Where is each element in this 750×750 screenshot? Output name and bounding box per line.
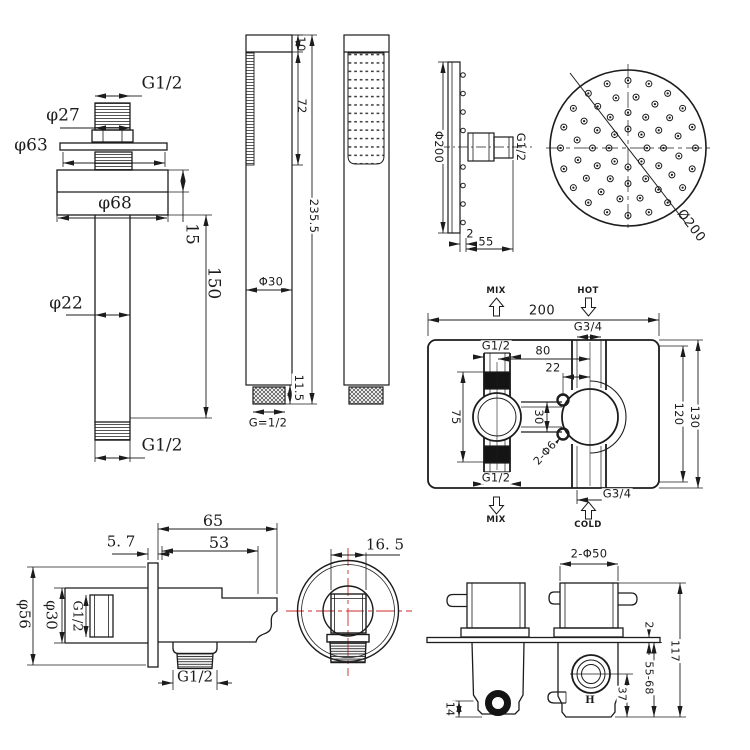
dim-outlet-16-5: 16. 5 bbox=[364, 535, 406, 554]
dim-trim-14: 14 bbox=[443, 700, 457, 718]
trim-hot-mark: H bbox=[585, 695, 595, 706]
hand-shower-drawing bbox=[245, 34, 390, 415]
valve-cold-label: COLD bbox=[574, 519, 602, 530]
wall-outlet-drawing bbox=[27, 523, 278, 690]
dim-trim-2: 2 bbox=[642, 620, 656, 630]
dim-valve-g34-bottom: G3/4 bbox=[601, 486, 633, 501]
dim-trim-37: 37 bbox=[615, 685, 629, 703]
valve-mix-in-label: MIX bbox=[486, 285, 506, 296]
dim-arm-d22: φ22 bbox=[49, 293, 83, 314]
valve-hot-label: HOT bbox=[577, 285, 599, 296]
dim-valve-g12-bottom: G1/2 bbox=[480, 470, 512, 485]
dim-head-2: 2 bbox=[466, 226, 474, 241]
dim-arm-thread-bottom: G1/2 bbox=[141, 435, 183, 456]
dim-trim-55-68: 55-68 bbox=[642, 660, 656, 696]
outlet-front-drawing bbox=[286, 548, 412, 676]
dim-wand-thread: G=1/2 bbox=[248, 415, 288, 430]
dim-outlet-d56: φ56 bbox=[15, 599, 34, 629]
dim-valve-g34-top: G3/4 bbox=[572, 319, 604, 334]
overhead-side-drawing bbox=[438, 61, 532, 252]
dim-head-thread: G1/2 bbox=[513, 132, 528, 162]
dim-wand-10: 10 bbox=[293, 36, 308, 52]
dim-outlet-d30: φ30 bbox=[42, 600, 61, 630]
dim-arm-d27: φ27 bbox=[46, 105, 80, 126]
dim-valve-75: 75 bbox=[448, 408, 463, 426]
dim-arm-15: 15 bbox=[181, 223, 202, 245]
overhead-front-drawing bbox=[546, 64, 710, 232]
dim-outlet-g12-out: G1/2 bbox=[176, 667, 214, 686]
dim-wand-72: 72 bbox=[294, 98, 309, 114]
dim-wand-total: 235.5 bbox=[306, 197, 321, 235]
dim-valve-80: 80 bbox=[534, 343, 552, 358]
dim-valve-g12-top: G1/2 bbox=[480, 338, 512, 353]
valve-body-drawing bbox=[427, 297, 703, 520]
dim-head-diameter-side: Φ200 bbox=[431, 129, 446, 165]
ceiling-arm-drawing bbox=[56, 93, 212, 462]
dim-wand-11-5: 11.5 bbox=[291, 373, 306, 403]
dim-wand-d30: Φ30 bbox=[257, 274, 285, 289]
dim-arm-thread-top: G1/2 bbox=[141, 73, 183, 94]
dim-outlet-5-7: 5. 7 bbox=[106, 532, 136, 551]
dim-arm-150: 150 bbox=[203, 266, 224, 300]
dim-trim-2-d50: 2-Φ50 bbox=[569, 546, 609, 561]
dim-trim-117: 117 bbox=[668, 639, 682, 663]
dim-valve-30: 30 bbox=[531, 408, 546, 426]
dim-valve-200: 200 bbox=[527, 303, 557, 319]
dim-arm-d68: φ68 bbox=[98, 193, 132, 214]
dim-outlet-53: 53 bbox=[208, 533, 230, 552]
dim-valve-22: 22 bbox=[544, 360, 562, 375]
dim-valve-130: 130 bbox=[687, 404, 702, 430]
valve-mix-out-label: MIX bbox=[486, 514, 506, 525]
dim-outlet-g12-inner: G1/2 bbox=[69, 600, 85, 632]
dim-outlet-65: 65 bbox=[202, 511, 224, 530]
dim-head-55: 55 bbox=[478, 234, 494, 249]
dim-valve-120: 120 bbox=[671, 401, 686, 427]
dim-arm-d63: φ63 bbox=[14, 135, 48, 156]
